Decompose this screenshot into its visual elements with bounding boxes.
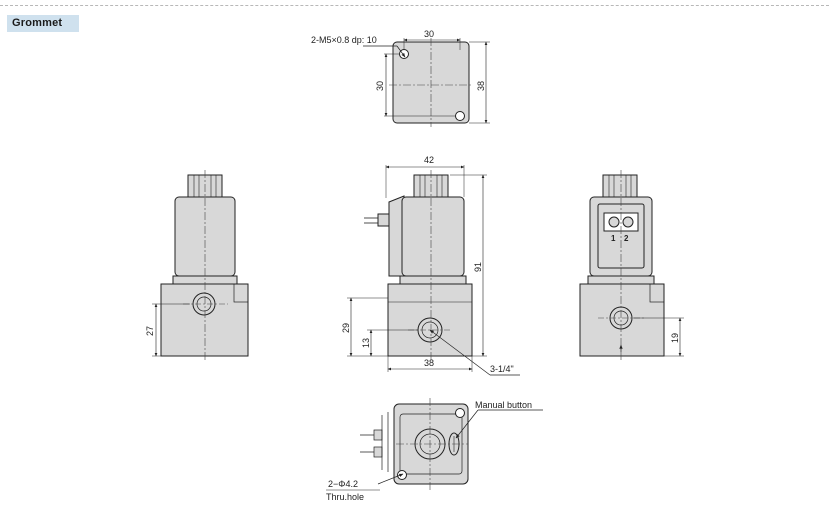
front-view: 42 91 29 13 38 3-1/4": [341, 155, 520, 376]
right-view: 1 2 19: [579, 170, 684, 362]
bottom-view: Manual button 2−Φ4.2 Thru.hole: [326, 398, 543, 502]
left-view: 27: [145, 170, 249, 362]
terminal-screw-icon: [622, 216, 634, 228]
dim-height-label: 38: [476, 81, 486, 91]
thread-callout: 2-M5×0.8 dp: 10: [311, 35, 377, 45]
front-view-coil: [401, 196, 465, 277]
manual-button-label: Manual button: [475, 400, 532, 410]
hole-note: Thru.hole: [326, 492, 364, 502]
dim-width-label: 30: [424, 29, 434, 39]
dim-body-width-label: 38: [424, 358, 434, 368]
top-view: 2-M5×0.8 dp: 10 30 30 38: [311, 29, 490, 127]
terminal-1-label: 1: [611, 234, 616, 243]
screw-hole-icon: [455, 111, 465, 121]
dim-port-center-label: 13: [361, 338, 371, 348]
dim-coil-width-label: 42: [424, 155, 434, 165]
terminal-2-label: 2: [624, 234, 629, 243]
right-view-nut: [602, 174, 638, 198]
hole-callout: 2−Φ4.2: [328, 479, 358, 489]
terminal-screw-icon: [608, 216, 620, 228]
section-title: Grommet: [7, 15, 79, 32]
dim-left-port-label: 27: [145, 326, 155, 336]
dim-total-height-label: 91: [473, 262, 483, 272]
mounting-hole-icon: [455, 408, 465, 418]
dim-body-height-label: 29: [341, 323, 351, 333]
top-divider-line: [0, 5, 829, 6]
dim-right-port-label: 19: [670, 333, 680, 343]
mounting-hole-icon: [397, 470, 407, 480]
dim-pitch-label: 30: [375, 81, 385, 91]
port-callout: 3-1/4": [490, 364, 514, 374]
